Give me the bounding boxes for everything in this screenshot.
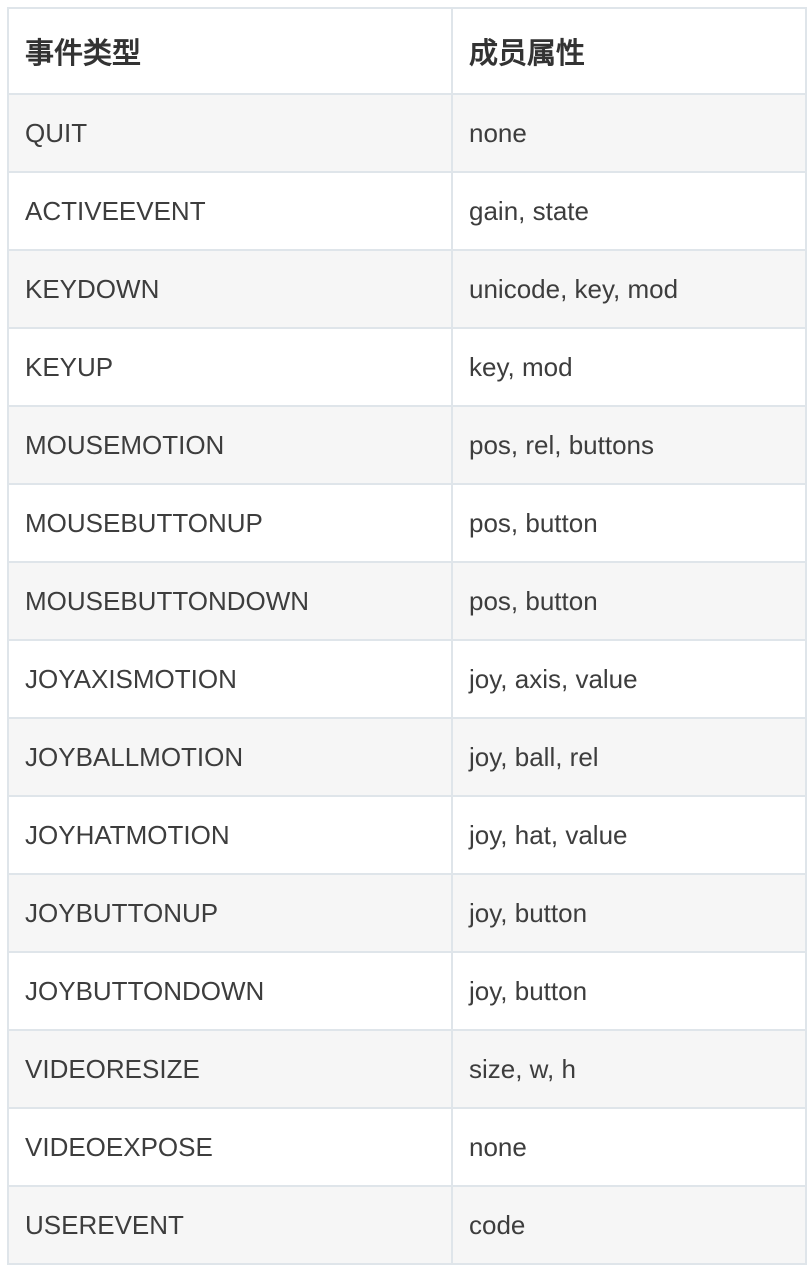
event-type-cell: KEYDOWN — [7, 249, 453, 329]
member-attributes-cell: joy, hat, value — [451, 795, 807, 875]
event-type-cell: JOYAXISMOTION — [7, 639, 453, 719]
table-row: VIDEOEXPOSE none — [7, 1107, 807, 1187]
table-row: MOUSEBUTTONUP pos, button — [7, 483, 807, 563]
table-row: KEYUP key, mod — [7, 327, 807, 407]
member-attributes-cell: joy, button — [451, 873, 807, 953]
member-attributes-cell: size, w, h — [451, 1029, 807, 1109]
header-member-attributes: 成员属性 — [451, 7, 807, 95]
member-attributes-cell: key, mod — [451, 327, 807, 407]
table-row: JOYBUTTONDOWN joy, button — [7, 951, 807, 1031]
member-attributes-cell: none — [451, 1107, 807, 1187]
event-type-cell: JOYHATMOTION — [7, 795, 453, 875]
member-attributes-cell: pos, button — [451, 483, 807, 563]
member-attributes-cell: joy, ball, rel — [451, 717, 807, 797]
event-type-cell: JOYBALLMOTION — [7, 717, 453, 797]
table-header-row: 事件类型 成员属性 — [7, 7, 807, 95]
event-type-cell: KEYUP — [7, 327, 453, 407]
event-type-cell: MOUSEBUTTONUP — [7, 483, 453, 563]
event-type-cell: JOYBUTTONDOWN — [7, 951, 453, 1031]
header-event-type: 事件类型 — [7, 7, 453, 95]
event-type-cell: MOUSEBUTTONDOWN — [7, 561, 453, 641]
table-row: MOUSEBUTTONDOWN pos, button — [7, 561, 807, 641]
table-row: JOYBUTTONUP joy, button — [7, 873, 807, 953]
event-type-cell: USEREVENT — [7, 1185, 453, 1265]
table-row: JOYHATMOTION joy, hat, value — [7, 795, 807, 875]
event-type-cell: ACTIVEEVENT — [7, 171, 453, 251]
member-attributes-cell: joy, axis, value — [451, 639, 807, 719]
table-row: VIDEORESIZE size, w, h — [7, 1029, 807, 1109]
table-row: QUIT none — [7, 93, 807, 173]
event-type-cell: JOYBUTTONUP — [7, 873, 453, 953]
member-attributes-cell: gain, state — [451, 171, 807, 251]
member-attributes-cell: pos, rel, buttons — [451, 405, 807, 485]
event-attributes-table: 事件类型 成员属性 QUIT none ACTIVEEVENT gain, st… — [7, 7, 807, 1265]
event-type-cell: MOUSEMOTION — [7, 405, 453, 485]
member-attributes-cell: none — [451, 93, 807, 173]
table-row: KEYDOWN unicode, key, mod — [7, 249, 807, 329]
table-row: MOUSEMOTION pos, rel, buttons — [7, 405, 807, 485]
member-attributes-cell: unicode, key, mod — [451, 249, 807, 329]
event-type-cell: VIDEOEXPOSE — [7, 1107, 453, 1187]
table-row: ACTIVEEVENT gain, state — [7, 171, 807, 251]
event-type-cell: VIDEORESIZE — [7, 1029, 453, 1109]
member-attributes-cell: joy, button — [451, 951, 807, 1031]
table-row: JOYBALLMOTION joy, ball, rel — [7, 717, 807, 797]
member-attributes-cell: pos, button — [451, 561, 807, 641]
table-row: USEREVENT code — [7, 1185, 807, 1265]
event-type-cell: QUIT — [7, 93, 453, 173]
member-attributes-cell: code — [451, 1185, 807, 1265]
table-row: JOYAXISMOTION joy, axis, value — [7, 639, 807, 719]
